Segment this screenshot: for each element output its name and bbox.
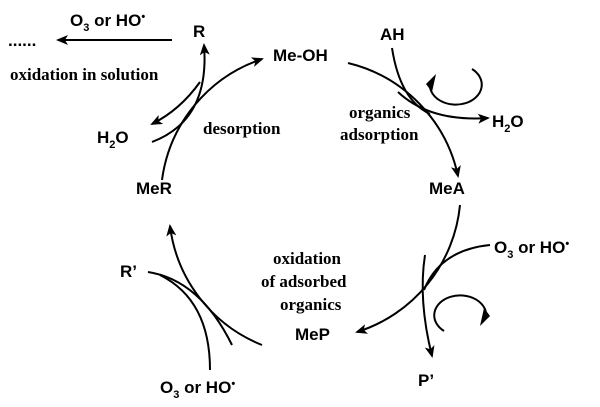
step-surface-line1: oxidation <box>273 249 342 268</box>
rotation-arrow-top-icon <box>428 68 483 106</box>
arc-mea-to-mep <box>355 204 461 334</box>
species-water-left: H2O <box>97 128 129 151</box>
species-p-prime: P’ <box>418 371 434 390</box>
node-me-oh: Me-OH <box>273 46 328 65</box>
step-surface-line2: of adsorbed <box>261 272 347 291</box>
step-desorption: desorption <box>203 119 281 138</box>
oxidant-top: O3 or HO• <box>70 11 145 34</box>
solution-dots: ...... <box>8 31 36 50</box>
arc-meoh-to-mea <box>347 62 461 178</box>
step-adsorption-line2: adsorption <box>340 125 419 144</box>
arrow-ah-in <box>391 47 431 115</box>
rotation-arrowhead-top <box>426 74 436 92</box>
species-r: R <box>193 22 205 41</box>
arrow-oxidant-in-right <box>423 244 491 291</box>
species-water-top: H2O <box>492 112 524 135</box>
step-adsorption-line1: organics <box>349 103 411 122</box>
step-solution-oxidation: oxidation in solution <box>10 65 159 84</box>
step-surface-line3: organics <box>280 295 342 314</box>
species-r-prime: R’ <box>120 262 137 281</box>
arrow-water-out <box>397 91 490 124</box>
arrow-pprime-out <box>421 254 435 358</box>
arrow-rprime-out <box>147 271 233 346</box>
arrow-water-in <box>150 81 201 125</box>
oxidant-bottom: O3 or HO• <box>160 378 235 401</box>
species-ah: AH <box>380 25 405 44</box>
rotation-arrow-right-icon <box>433 294 488 332</box>
rotation-arrowhead-right <box>480 308 490 326</box>
node-mea: MeA <box>429 179 465 198</box>
node-mep: MeP <box>295 325 330 344</box>
arrow-oxidant-in-bottom <box>159 274 211 371</box>
node-mer: MeR <box>136 179 172 198</box>
oxidant-right: O3 or HO• <box>494 238 569 261</box>
arrow-r-out <box>151 43 210 143</box>
